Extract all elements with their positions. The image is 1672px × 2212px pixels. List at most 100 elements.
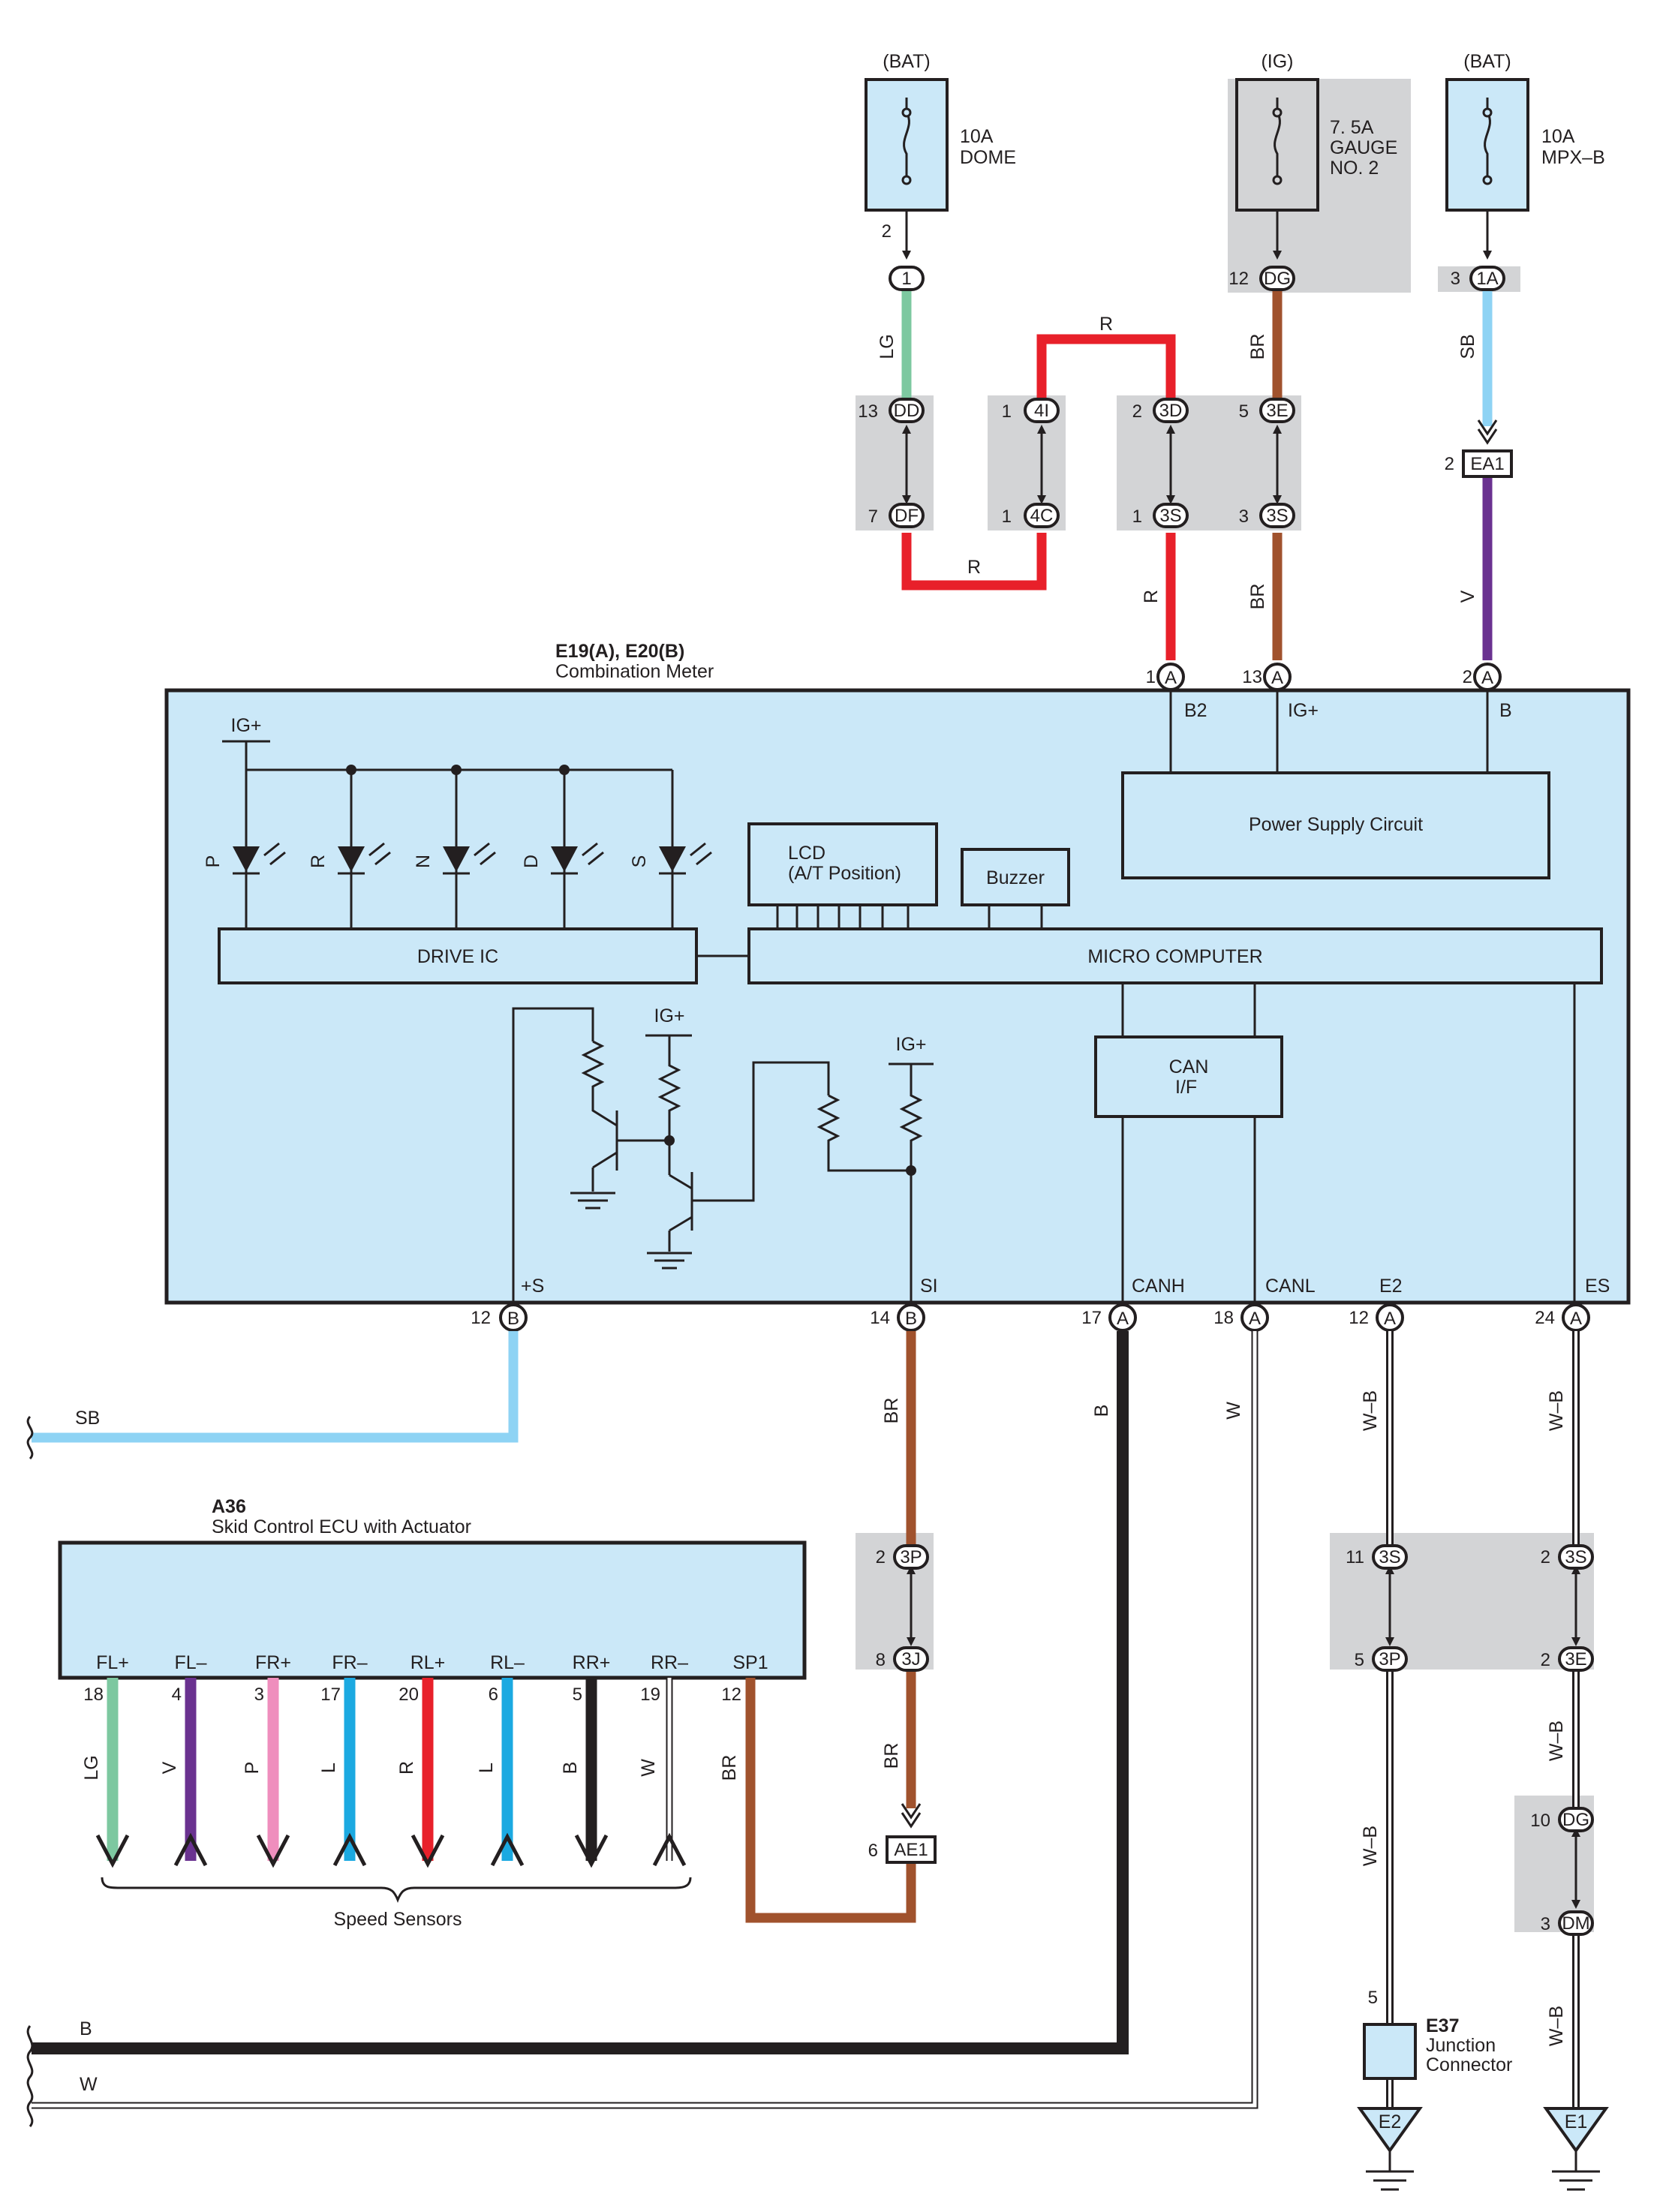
svg-text:7: 7	[868, 506, 878, 527]
ecu-pin-number: 20	[398, 1685, 419, 1705]
svg-text:18: 18	[1213, 1308, 1234, 1328]
connector-1: 1	[889, 266, 925, 291]
speed-sensors-label: Speed Sensors	[334, 1909, 462, 1930]
meter-name: Combination Meter	[555, 661, 714, 682]
wire-label-sb-top: SB	[1457, 334, 1478, 359]
svg-text:3: 3	[1541, 1914, 1550, 1934]
ecu-wire-color-label: L	[318, 1763, 339, 1773]
micro-computer: MICRO COMPUTER	[1087, 946, 1262, 967]
meter-id: E19(A), E20(B)	[555, 641, 684, 662]
fuse-mpxb-amp: 10A	[1541, 126, 1575, 147]
meter-top-pins: 1 A B2 13 A IG+ 2 A B	[1146, 663, 1512, 721]
connector-3s-b: 3 3S	[1239, 503, 1295, 528]
svg-text:N: N	[413, 855, 434, 868]
svg-text:1: 1	[1132, 506, 1142, 527]
svg-text:14: 14	[870, 1308, 890, 1328]
svg-text:8: 8	[876, 1650, 886, 1670]
ecu-wire-arrow	[173, 1832, 208, 1867]
junction-id: E37	[1426, 2015, 1459, 2036]
wire-label-b-canh: B	[1091, 1405, 1112, 1417]
led-d: D	[521, 765, 604, 929]
svg-text:3E: 3E	[1565, 1649, 1586, 1670]
ecu-wire-arrow	[95, 1834, 130, 1868]
svg-text:S: S	[629, 855, 650, 868]
ecu-wire-color-label: LG	[81, 1755, 102, 1780]
ecu-pin-name: RR–	[651, 1652, 688, 1673]
ecu-pin-number: 18	[83, 1685, 104, 1705]
svg-text:13: 13	[1242, 667, 1262, 687]
svg-text:5: 5	[1239, 401, 1249, 422]
svg-text:R: R	[308, 855, 329, 868]
svg-text:IG+: IG+	[1288, 700, 1319, 721]
connector-ae1: 6 AE1	[868, 1835, 937, 1864]
svg-text:A: A	[1570, 1309, 1582, 1329]
lcd-label: LCD	[788, 843, 825, 864]
connector-3p-top: 2 3P	[876, 1544, 929, 1570]
svg-text:A: A	[1117, 1309, 1129, 1329]
wire-label-wb-es-lower: W–B	[1546, 2006, 1567, 2046]
fuse-gauge-name2: NO. 2	[1330, 158, 1379, 179]
svg-text:2: 2	[876, 1547, 886, 1567]
svg-text:3: 3	[1451, 269, 1460, 289]
ecu-pin-8: RR–19W	[638, 1652, 688, 1867]
fuse-dome-source: (BAT)	[883, 51, 930, 72]
buzzer: Buzzer	[986, 867, 1045, 888]
lower-wires: SB BR BR B B W W W–B W–B W–B	[26, 1331, 1580, 2127]
svg-text:1: 1	[901, 269, 911, 289]
skid-control-ecu: A36 Skid Control ECU with Actuator FL+18…	[58, 1496, 916, 1930]
connector-3p-bottom: 5 3P	[1355, 1646, 1408, 1672]
svg-text:17: 17	[1081, 1308, 1102, 1328]
wire-label-br-meter: BR	[1247, 584, 1268, 610]
connector-1a: 3 1A	[1451, 266, 1505, 291]
svg-text:DF: DF	[895, 506, 919, 526]
ecu-pin-number: 12	[721, 1685, 741, 1705]
ecu-id: A36	[212, 1496, 246, 1517]
ecu-pin-number: 6	[489, 1685, 498, 1705]
wire-label-r-meter: R	[1141, 590, 1162, 603]
svg-text:2: 2	[1463, 667, 1472, 687]
svg-text:CANL: CANL	[1265, 1276, 1316, 1297]
svg-text:DG: DG	[1264, 269, 1291, 289]
svg-text:DG: DG	[1562, 1810, 1589, 1830]
ecu-pin-number: 3	[254, 1685, 264, 1705]
led-r: R	[308, 765, 391, 929]
svg-text:5: 5	[1355, 1650, 1364, 1670]
connector-3e-top: 5 3E	[1239, 398, 1295, 423]
svg-text:D: D	[521, 855, 542, 868]
can-if-label: CAN	[1169, 1056, 1209, 1077]
ecu-name: Skid Control ECU with Actuator	[212, 1516, 471, 1537]
svg-text:AE1: AE1	[894, 1840, 928, 1860]
svg-text:A: A	[1165, 668, 1177, 688]
wire-label-wb-e2: W–B	[1360, 1390, 1381, 1431]
svg-text:2: 2	[1132, 401, 1142, 422]
led-ig-label: IG+	[231, 715, 262, 736]
speed-output-circuit: IG+ IG+	[512, 1005, 934, 1303]
svg-text:24: 24	[1535, 1308, 1555, 1328]
ecu-pin-3: FR+3P	[242, 1652, 291, 1868]
fuse-dome-amp: 10A	[960, 126, 994, 147]
connector-3s-d: 2 3S	[1541, 1544, 1594, 1570]
ecu-pin-name: RL–	[490, 1652, 525, 1673]
svg-text:3S: 3S	[1379, 1547, 1400, 1567]
svg-text:2: 2	[1445, 454, 1454, 474]
svg-text:6: 6	[868, 1841, 878, 1861]
connector-3s-c: 11 3S	[1346, 1544, 1408, 1570]
connector-dg-top: 12 DG	[1228, 266, 1295, 291]
top-wires: LG R R R BR BR SB V	[877, 210, 1498, 660]
wire-label-b-left: B	[80, 2018, 92, 2039]
ecu-wire-color-label: B	[560, 1762, 581, 1775]
fuse-dome: (BAT) 10A DOME 2	[865, 51, 1016, 242]
svg-text:10: 10	[1530, 1811, 1550, 1831]
svg-text:1: 1	[1002, 401, 1012, 422]
svg-text:3P: 3P	[900, 1547, 922, 1567]
connector-4i: 1 4I	[1002, 398, 1060, 423]
connector-3s-a: 1 3S	[1132, 503, 1189, 528]
fuse-gauge: (IG) 7. 5A GAUGE NO. 2	[1235, 51, 1397, 212]
svg-text:12: 12	[1349, 1308, 1369, 1328]
ecu-wire-arrow	[410, 1834, 445, 1868]
connector-4c: 1 4C	[1002, 503, 1060, 528]
power-supply-circuit: Power Supply Circuit	[1249, 814, 1423, 835]
ecu-pin-6: RL–6L	[476, 1652, 525, 1867]
